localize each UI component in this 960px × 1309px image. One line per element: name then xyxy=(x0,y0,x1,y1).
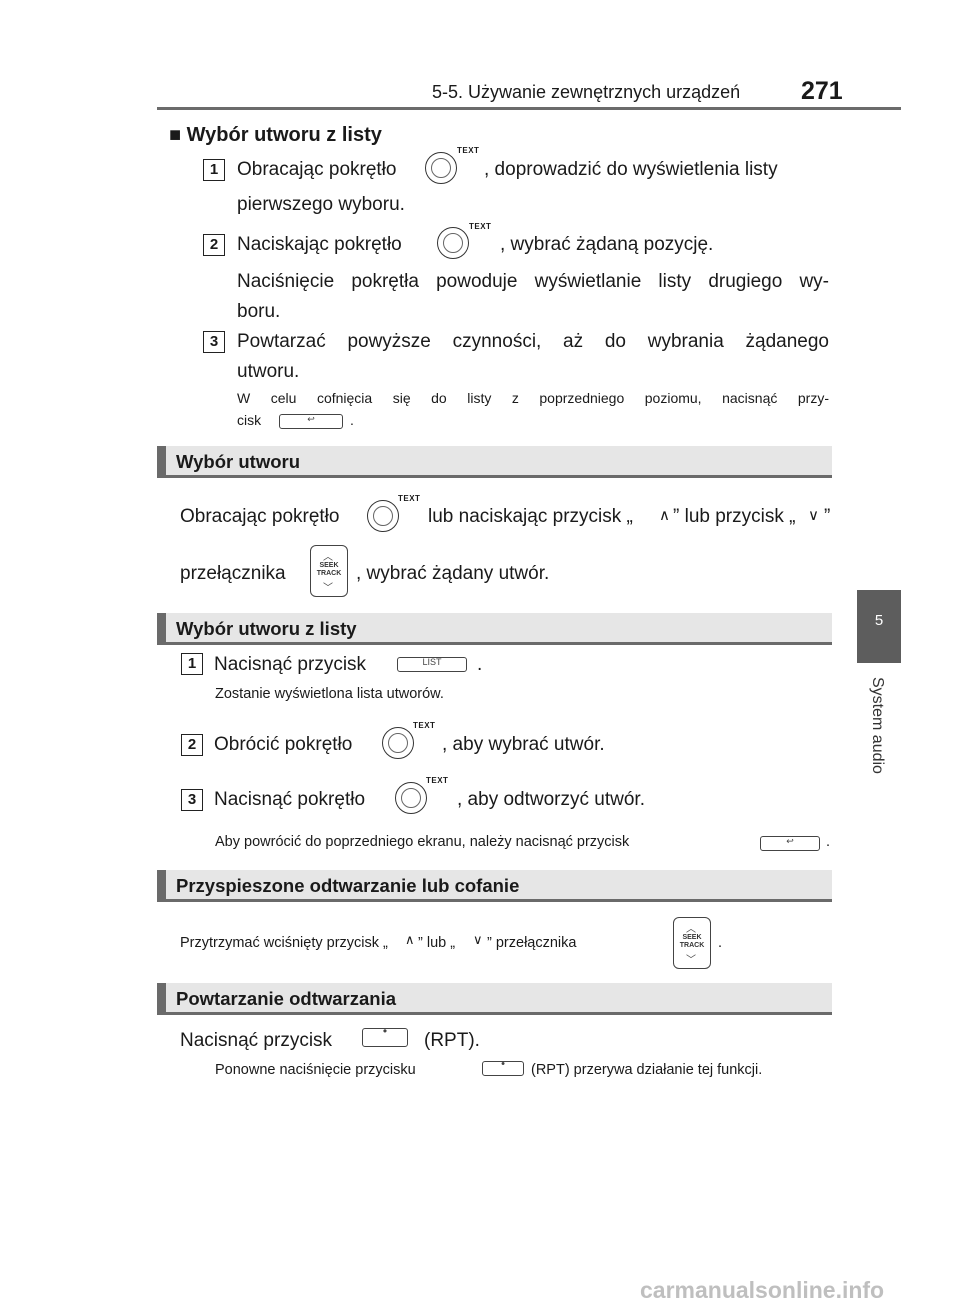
body-text: ” xyxy=(824,506,831,527)
note-text: . xyxy=(826,834,831,850)
chapter-tab xyxy=(857,590,901,663)
rpt-button-icon: • xyxy=(482,1058,524,1076)
note-text: cisk xyxy=(237,412,262,428)
chevron-down-icon: ∨ xyxy=(473,932,483,947)
chapter-label: System audio xyxy=(869,677,886,774)
bullet: ■ xyxy=(169,124,182,146)
step-text: Naciśnięcie pokrętła powoduje wyświetlan… xyxy=(237,271,829,292)
body-text: Przytrzymać wciśnięty przycisk „ xyxy=(180,935,388,951)
step-text: Nacisnąć pokrętło xyxy=(214,789,366,810)
step-text: , wybrać żądaną pozycję. xyxy=(500,234,714,255)
tune-knob-icon xyxy=(437,227,469,259)
track-label: TRACK xyxy=(679,942,705,949)
chevron-up-icon: ∧ xyxy=(659,507,670,524)
section-header: Powtarzanie odtwarzania xyxy=(157,983,832,1015)
page-number: 271 xyxy=(801,77,843,105)
body-text: lub naciskając przycisk „ xyxy=(428,506,633,527)
knob-text-label: TEXT xyxy=(413,721,436,730)
knob-text-label: TEXT xyxy=(398,494,421,503)
body-text: . xyxy=(718,935,723,951)
body-text: , wybrać żądany utwór. xyxy=(356,563,550,584)
note-text: W celu cofnięcia się do listy z poprzedn… xyxy=(237,390,829,406)
section-title: Wybór utworu xyxy=(176,451,301,472)
knob-text-label: TEXT xyxy=(469,222,492,231)
knob-text-label: TEXT xyxy=(457,146,480,155)
tune-knob-icon xyxy=(367,500,399,532)
step-number: 2 xyxy=(203,234,225,256)
body-text: przełącznika xyxy=(180,563,286,584)
step-text: Nacisnąć przycisk xyxy=(214,654,367,675)
step-number: 1 xyxy=(203,159,225,181)
step-number: 3 xyxy=(181,789,203,811)
knob-text-label: TEXT xyxy=(426,776,449,785)
note-text: . xyxy=(350,412,354,428)
note-text: Zostanie wyświetlona lista utworów. xyxy=(215,686,444,702)
section-header: Przyspieszone odtwarzanie lub cofanie xyxy=(157,870,832,902)
section-title: Przyspieszone odtwarzanie lub cofanie xyxy=(176,875,520,896)
step-text: Obracając pokrętło xyxy=(237,159,397,180)
step-text: Naciskając pokrętło xyxy=(237,234,402,255)
step-text: pierwszego wyboru. xyxy=(237,194,405,215)
section-title: Powtarzanie odtwarzania xyxy=(176,988,396,1009)
note-text: Ponowne naciśnięcie przycisku xyxy=(215,1062,416,1078)
body-text: ” lub przycisk „ xyxy=(673,506,796,527)
rpt-button-icon: • xyxy=(362,1024,408,1047)
section-header: Wybór utworu z listy xyxy=(157,613,832,645)
section-title-text: Wybór utworu z listy xyxy=(186,124,382,146)
section-header: Wybór utworu xyxy=(157,446,832,478)
section-title: Wybór utworu z listy xyxy=(176,618,357,639)
step-number: 1 xyxy=(181,653,203,675)
header-rule xyxy=(157,107,901,110)
chapter-number: 5 xyxy=(874,612,884,629)
list-label: LIST xyxy=(422,657,442,667)
body-text: ” lub „ xyxy=(418,935,456,951)
back-button-icon: ↩ xyxy=(279,414,343,429)
note-text: Aby powrócić do poprzedniego ekranu, nal… xyxy=(215,834,630,850)
step-text: utworu. xyxy=(237,361,300,382)
step-text: . xyxy=(477,654,483,675)
step-text: Powtarzać powyższe czynności, aż do wybr… xyxy=(237,331,829,352)
step-text: , aby odtworzyć utwór. xyxy=(457,789,645,810)
tune-knob-icon xyxy=(395,782,427,814)
list-button-icon: LIST xyxy=(397,657,467,672)
step-text: , aby wybrać utwór. xyxy=(442,734,605,755)
step-number: 2 xyxy=(181,734,203,756)
step-text: boru. xyxy=(237,301,281,322)
tune-knob-icon xyxy=(382,727,414,759)
chevron-up-icon: ∧ xyxy=(405,932,415,947)
body-text: ” przełącznika xyxy=(487,935,577,951)
seek-label: SEEK xyxy=(319,562,339,569)
body-text: Nacisnąć przycisk xyxy=(180,1030,333,1051)
section-title-list-selection: ■ Wybór utworu z listy xyxy=(169,124,382,147)
note-text: (RPT) przerywa działanie tej funkcji. xyxy=(531,1062,763,1078)
step-number: 3 xyxy=(203,331,225,353)
body-text: Obracając pokrętło xyxy=(180,506,340,527)
track-label: TRACK xyxy=(316,570,342,577)
seek-label: SEEK xyxy=(682,934,702,941)
step-text: Obrócić pokrętło xyxy=(214,734,353,755)
chevron-down-icon: ∨ xyxy=(808,507,819,524)
back-button-icon: ↩ xyxy=(760,836,820,851)
watermark: carmanualsonline.info xyxy=(640,1277,885,1303)
step-text: , doprowadzić do wyświetlenia listy xyxy=(484,159,778,180)
body-text: (RPT). xyxy=(424,1030,480,1051)
tune-knob-icon xyxy=(425,152,457,184)
header-title: 5-5. Używanie zewnętrznych urządzeń xyxy=(432,82,741,102)
